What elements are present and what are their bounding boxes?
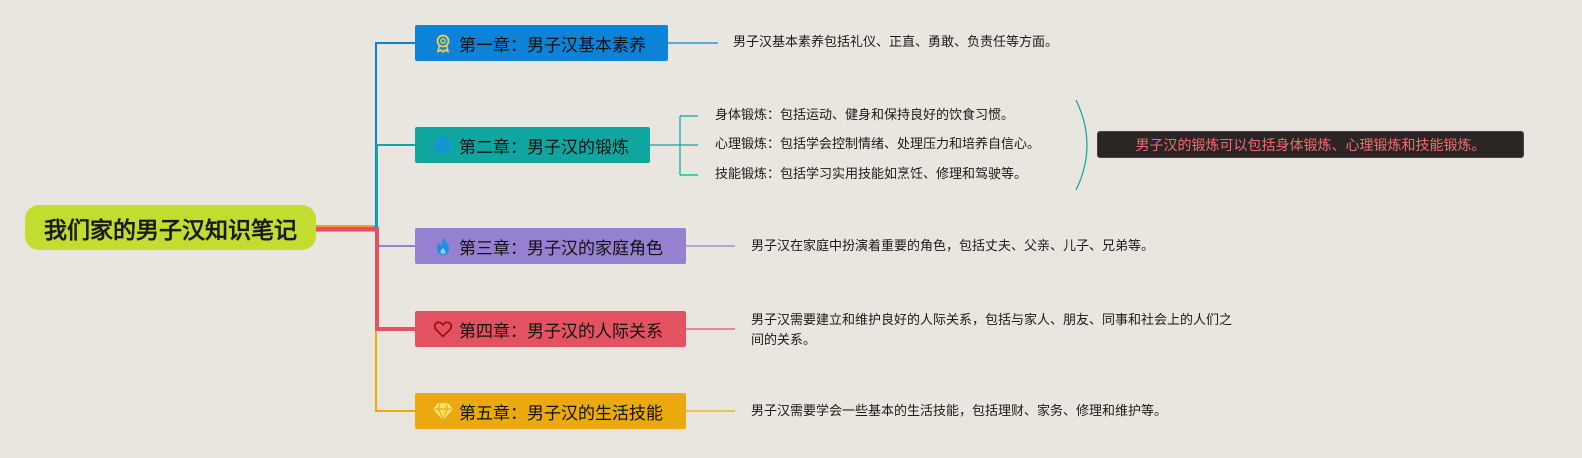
chapter-3-note: 男子汉在家庭中扮演着重要的角色，包括丈夫、父亲、儿子、兄弟等。 <box>751 239 1155 254</box>
diamond-icon <box>433 401 453 421</box>
chapter-5-topic[interactable]: 第五章：男子汉的生活技能 <box>415 393 686 429</box>
root-topic[interactable]: 我们家的男子汉知识笔记 <box>25 205 316 250</box>
gear-icon <box>433 135 453 155</box>
chapter-4-label: 第四章：男子汉的人际关系 <box>459 321 663 342</box>
heart-icon <box>433 319 453 339</box>
award-ribbon-icon <box>433 33 453 53</box>
link-root-ch3 <box>316 229 415 247</box>
chapter-2-topic[interactable]: 第二章：男子汉的锻炼 <box>415 127 650 163</box>
chapter-2-note-2: 心理锻炼：包括学会控制情绪、处理压力和培养自信心。 <box>715 137 1041 152</box>
chapter-3-topic[interactable]: 第三章：男子汉的家庭角色 <box>415 228 686 264</box>
chapter-5-label: 第五章：男子汉的生活技能 <box>459 403 663 424</box>
chapter-1-note: 男子汉基本素养包括礼仪、正直、勇敢、负责任等方面。 <box>733 35 1059 50</box>
summary-brace <box>1075 99 1088 191</box>
link-root-ch4 <box>316 227 415 331</box>
chapter-4-topic[interactable]: 第四章：男子汉的人际关系 <box>415 311 686 347</box>
chapter-2-label: 第二章：男子汉的锻炼 <box>459 137 629 158</box>
chapter-2-note-3: 技能锻炼：包括学习实用技能如烹饪、修理和驾驶等。 <box>715 167 1028 182</box>
chapter-1-topic[interactable]: 第一章：男子汉基本素养 <box>415 25 668 61</box>
chapter-3-label: 第三章：男子汉的家庭角色 <box>459 238 663 259</box>
chapter-1-label: 第一章：男子汉基本素养 <box>459 35 646 56</box>
link-root-ch2 <box>316 144 415 229</box>
summary-callout[interactable]: 男子汉的锻炼可以包括身体锻炼、心理锻炼和技能锻炼。 <box>1097 131 1524 158</box>
flame-icon <box>433 236 453 256</box>
link-root-ch5 <box>316 230 415 412</box>
chapter-4-note: 男子汉需要建立和维护良好的人际关系，包括与家人、朋友、同事和社会上的人们之间的关… <box>751 313 1233 348</box>
link-root-ch1 <box>316 42 415 228</box>
link-ch2-notes <box>650 115 698 176</box>
chapter-5-note: 男子汉需要学会一些基本的生活技能，包括理财、家务、修理和维护等。 <box>751 404 1168 419</box>
chapter-2-note-1: 身体锻炼：包括运动、健身和保持良好的饮食习惯。 <box>715 108 1015 123</box>
